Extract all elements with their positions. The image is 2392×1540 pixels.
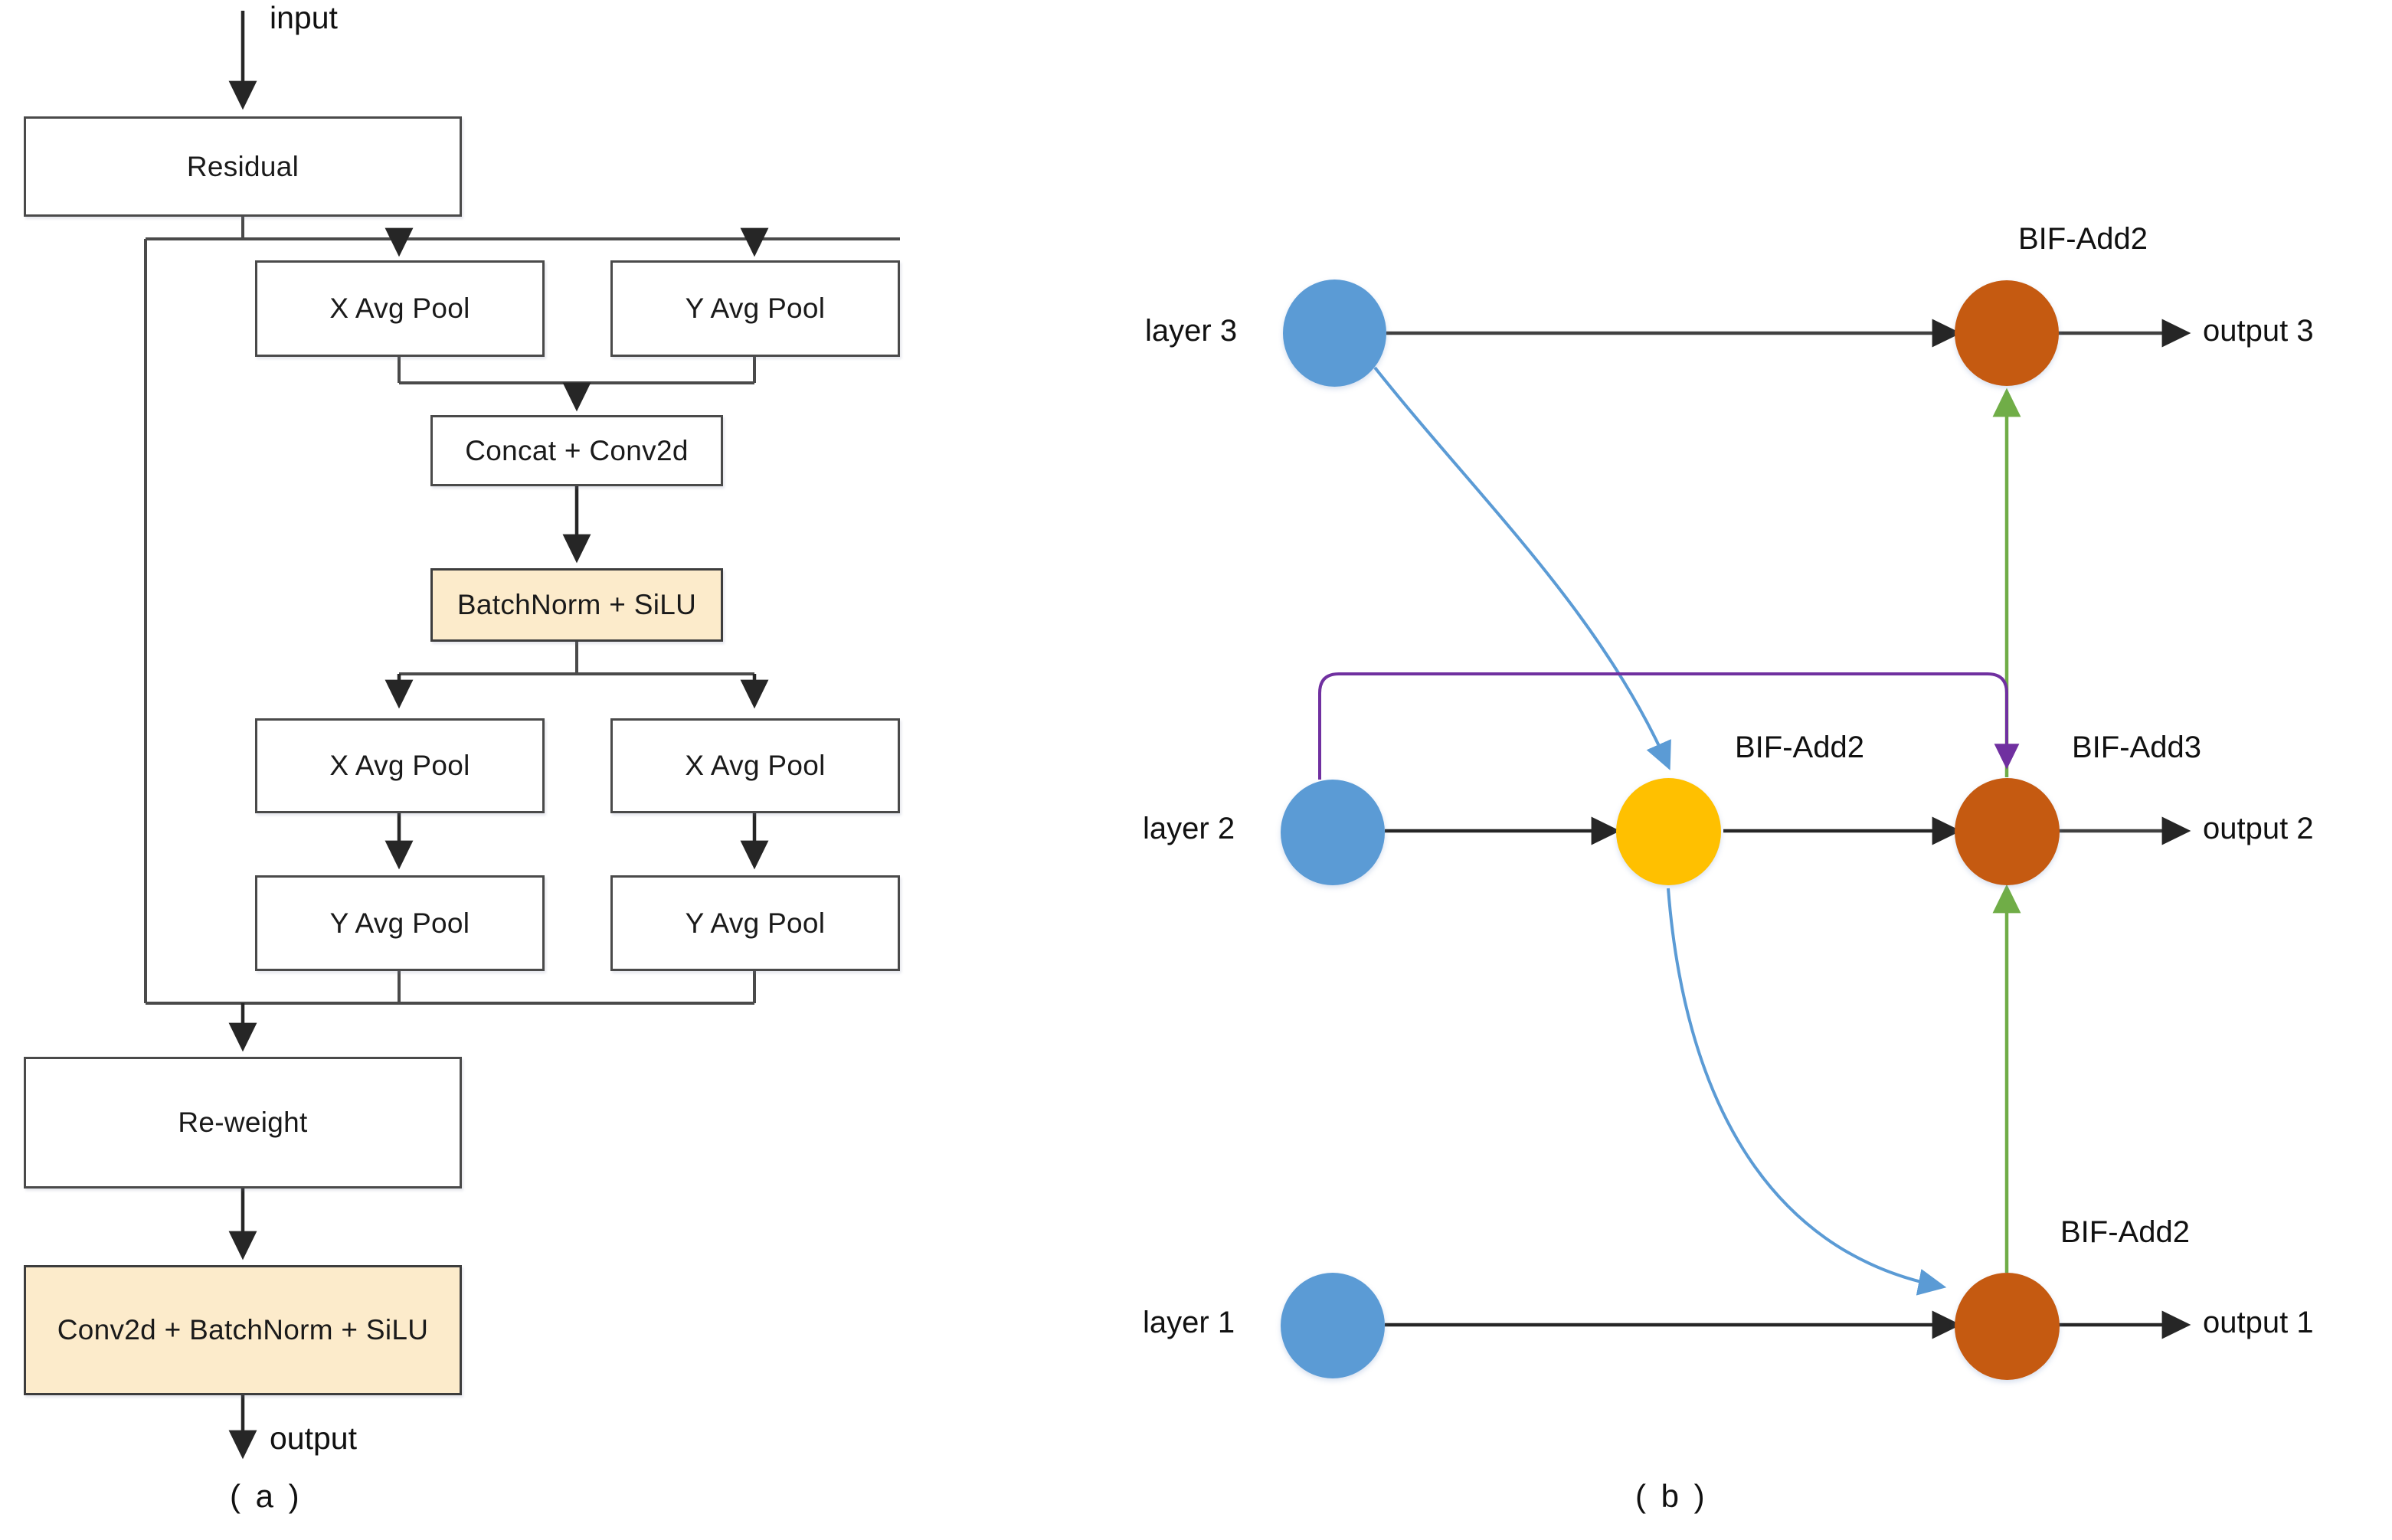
flow-box-label: Y Avg Pool (685, 293, 826, 324)
graph-node-layer2[interactable] (1281, 780, 1385, 885)
graph-node-label-layer3: layer 3 (1145, 314, 1238, 348)
graph-node-label-bif-add3-mid: BIF-Add3 (2072, 731, 2201, 764)
flow-box-label: BatchNorm + SiLU (456, 589, 697, 620)
flow-box-label: Concat + Conv2d (465, 434, 689, 466)
graph-node-bif-add2-mid[interactable] (1616, 778, 1721, 885)
flow-box-label: X Avg Pool (685, 750, 826, 781)
flow-box-x-avg-pool-3[interactable]: X Avg Pool (610, 718, 900, 813)
flow-box-conv2d-batchnorm-silu[interactable]: Conv2d + BatchNorm + SiLU (24, 1265, 462, 1395)
graph-node-bif-add3-mid[interactable] (1955, 778, 2060, 885)
panel-b-caption: ( b ) (1635, 1478, 1708, 1514)
flow-box-y-avg-pool-2[interactable]: Y Avg Pool (255, 875, 545, 971)
output-label-3: output 3 (2203, 314, 2314, 348)
flow-box-label: Y Avg Pool (329, 907, 470, 939)
flow-box-label: Y Avg Pool (685, 907, 826, 939)
graph-node-label-bif-add2-top: BIF-Add2 (2018, 222, 2148, 256)
flow-box-label: Residual (186, 150, 299, 182)
output-label: output (270, 1421, 357, 1456)
flow-box-label: Re-weight (178, 1107, 308, 1138)
output-label-2: output 2 (2203, 812, 2314, 845)
graph-node-bif-add2-bottom[interactable] (1955, 1273, 2060, 1380)
flow-box-residual[interactable]: Residual (24, 116, 462, 217)
graph-node-layer3[interactable] (1283, 280, 1386, 387)
input-label: input (270, 0, 338, 35)
graph-node-label-bif-add2-mid: BIF-Add2 (1735, 731, 1864, 764)
flow-box-batchnorm-silu[interactable]: BatchNorm + SiLU (430, 568, 723, 642)
flow-box-re-weight[interactable]: Re-weight (24, 1057, 462, 1189)
flow-box-label: Conv2d + BatchNorm + SiLU (57, 1314, 429, 1345)
flow-box-concat-conv2d[interactable]: Concat + Conv2d (430, 415, 723, 486)
flow-box-y-avg-pool-1[interactable]: Y Avg Pool (610, 260, 900, 357)
graph-node-layer1[interactable] (1281, 1273, 1385, 1378)
graph-node-label-layer2: layer 2 (1143, 812, 1235, 845)
flow-box-x-avg-pool-2[interactable]: X Avg Pool (255, 718, 545, 813)
edge-skip-layer2-to-bifadd3 (1318, 672, 2020, 780)
flow-box-label: X Avg Pool (329, 750, 470, 781)
graph-node-label-bif-add2-bottom: BIF-Add2 (2060, 1215, 2190, 1249)
graph-node-label-layer1: layer 1 (1143, 1306, 1235, 1339)
panel-a-caption: ( a ) (230, 1478, 303, 1514)
graph-node-bif-add2-top[interactable] (1955, 280, 2059, 386)
edge-topdown-bifadd2mid-to-bifadd2bottom (1667, 888, 1947, 1296)
flow-box-x-avg-pool-1[interactable]: X Avg Pool (255, 260, 545, 357)
output-label-1: output 1 (2203, 1306, 2314, 1339)
edge-topdown-layer3-to-bifadd2mid (1373, 366, 1671, 770)
flow-box-y-avg-pool-3[interactable]: Y Avg Pool (610, 875, 900, 971)
flow-box-label: X Avg Pool (329, 293, 470, 324)
